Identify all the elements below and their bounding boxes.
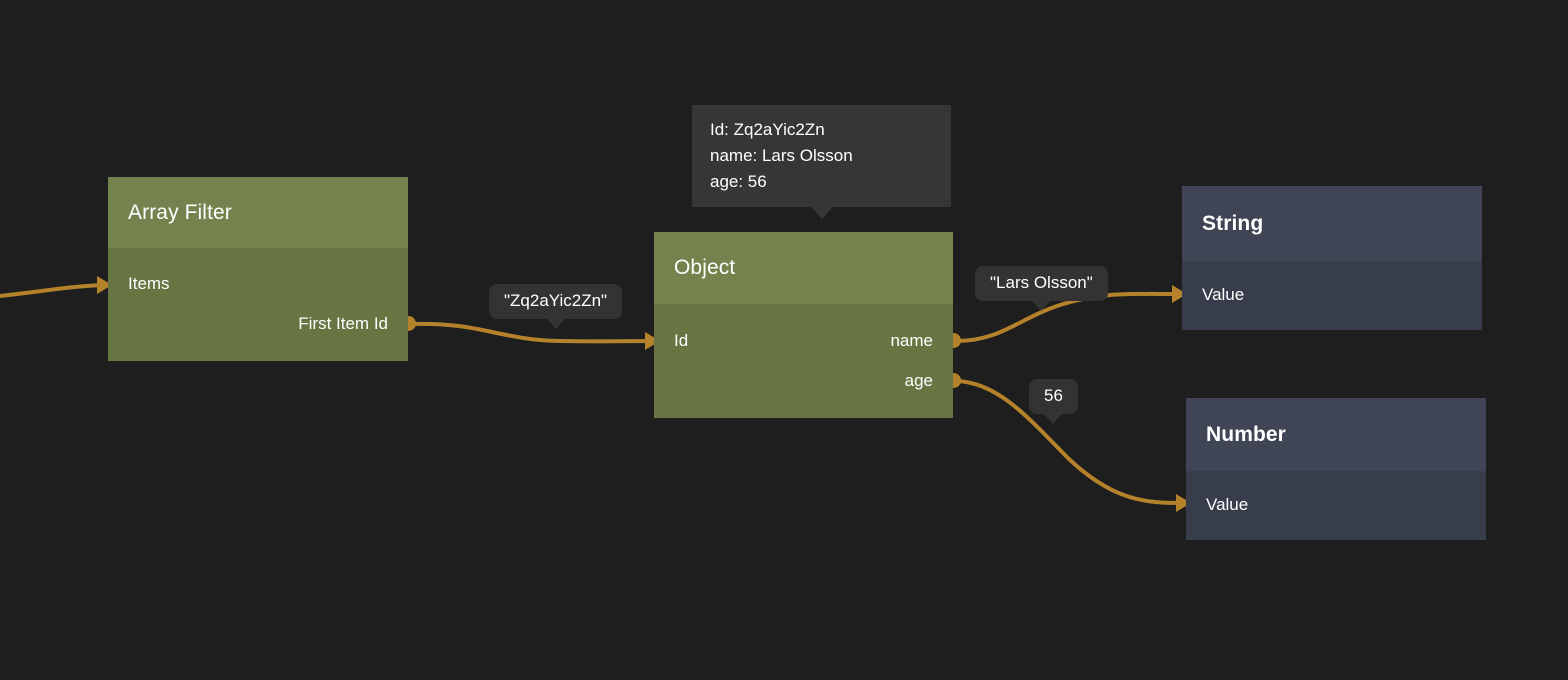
port-row-object-id[interactable]: Id (674, 329, 688, 353)
node-number-header[interactable]: Number (1186, 398, 1486, 471)
port-row-object-age[interactable]: age (905, 369, 933, 393)
object-value-tooltip: Id: Zq2aYic2Zn name: Lars Olsson age: 56 (692, 105, 951, 207)
edge-label-name-text: "Lars Olsson" (990, 273, 1093, 292)
port-label-object-id: Id (674, 331, 688, 351)
node-number-body: Value (1186, 471, 1486, 540)
edge-label-first-item-id-tail (546, 318, 566, 329)
port-row-number-value[interactable]: Value (1206, 493, 1248, 517)
port-row-string-value[interactable]: Value (1202, 283, 1244, 307)
port-label-number-value: Value (1206, 495, 1248, 515)
tooltip-line-age: age: 56 (710, 169, 933, 195)
port-label-object-name: name (890, 331, 933, 351)
tooltip-tail (811, 207, 833, 219)
node-string-header[interactable]: String (1182, 186, 1482, 261)
port-label-object-age: age (905, 371, 933, 391)
port-label-string-value: Value (1202, 285, 1244, 305)
port-label-array-filter-items: Items (128, 274, 170, 294)
edge-label-age-text: 56 (1044, 386, 1063, 405)
edge-label-name-tail (1031, 300, 1051, 311)
edge-label-first-item-id-text: "Zq2aYic2Zn" (504, 291, 607, 310)
node-object[interactable]: Object Id name age (654, 232, 953, 418)
port-label-array-filter-first-item-id: First Item Id (298, 314, 388, 334)
node-string-body: Value (1182, 261, 1482, 330)
node-array-filter-body: Items First Item Id (108, 248, 408, 361)
node-object-title: Object (674, 256, 735, 280)
port-row-array-filter-first-item-id[interactable]: First Item Id (298, 312, 388, 336)
node-array-filter[interactable]: Array Filter Items First Item Id (108, 177, 408, 361)
edge-incoming-items (0, 285, 105, 297)
edge-label-first-item-id: "Zq2aYic2Zn" (489, 284, 622, 319)
port-row-object-name[interactable]: name (890, 329, 933, 353)
node-number[interactable]: Number Value (1186, 398, 1486, 540)
node-array-filter-title: Array Filter (128, 201, 232, 225)
port-row-array-filter-items[interactable]: Items (128, 272, 170, 296)
edge-first-item-id-to-object-id (412, 324, 650, 342)
node-object-header[interactable]: Object (654, 232, 953, 304)
node-number-title: Number (1206, 423, 1286, 447)
edge-label-age-tail (1043, 413, 1063, 424)
tooltip-line-name: name: Lars Olsson (710, 143, 933, 169)
node-object-body: Id name age (654, 304, 953, 418)
node-string-title: String (1202, 212, 1263, 236)
edge-label-age: 56 (1029, 379, 1078, 414)
node-string[interactable]: String Value (1182, 186, 1482, 330)
edge-label-name: "Lars Olsson" (975, 266, 1108, 301)
tooltip-line-id: Id: Zq2aYic2Zn (710, 117, 933, 143)
node-array-filter-header[interactable]: Array Filter (108, 177, 408, 248)
